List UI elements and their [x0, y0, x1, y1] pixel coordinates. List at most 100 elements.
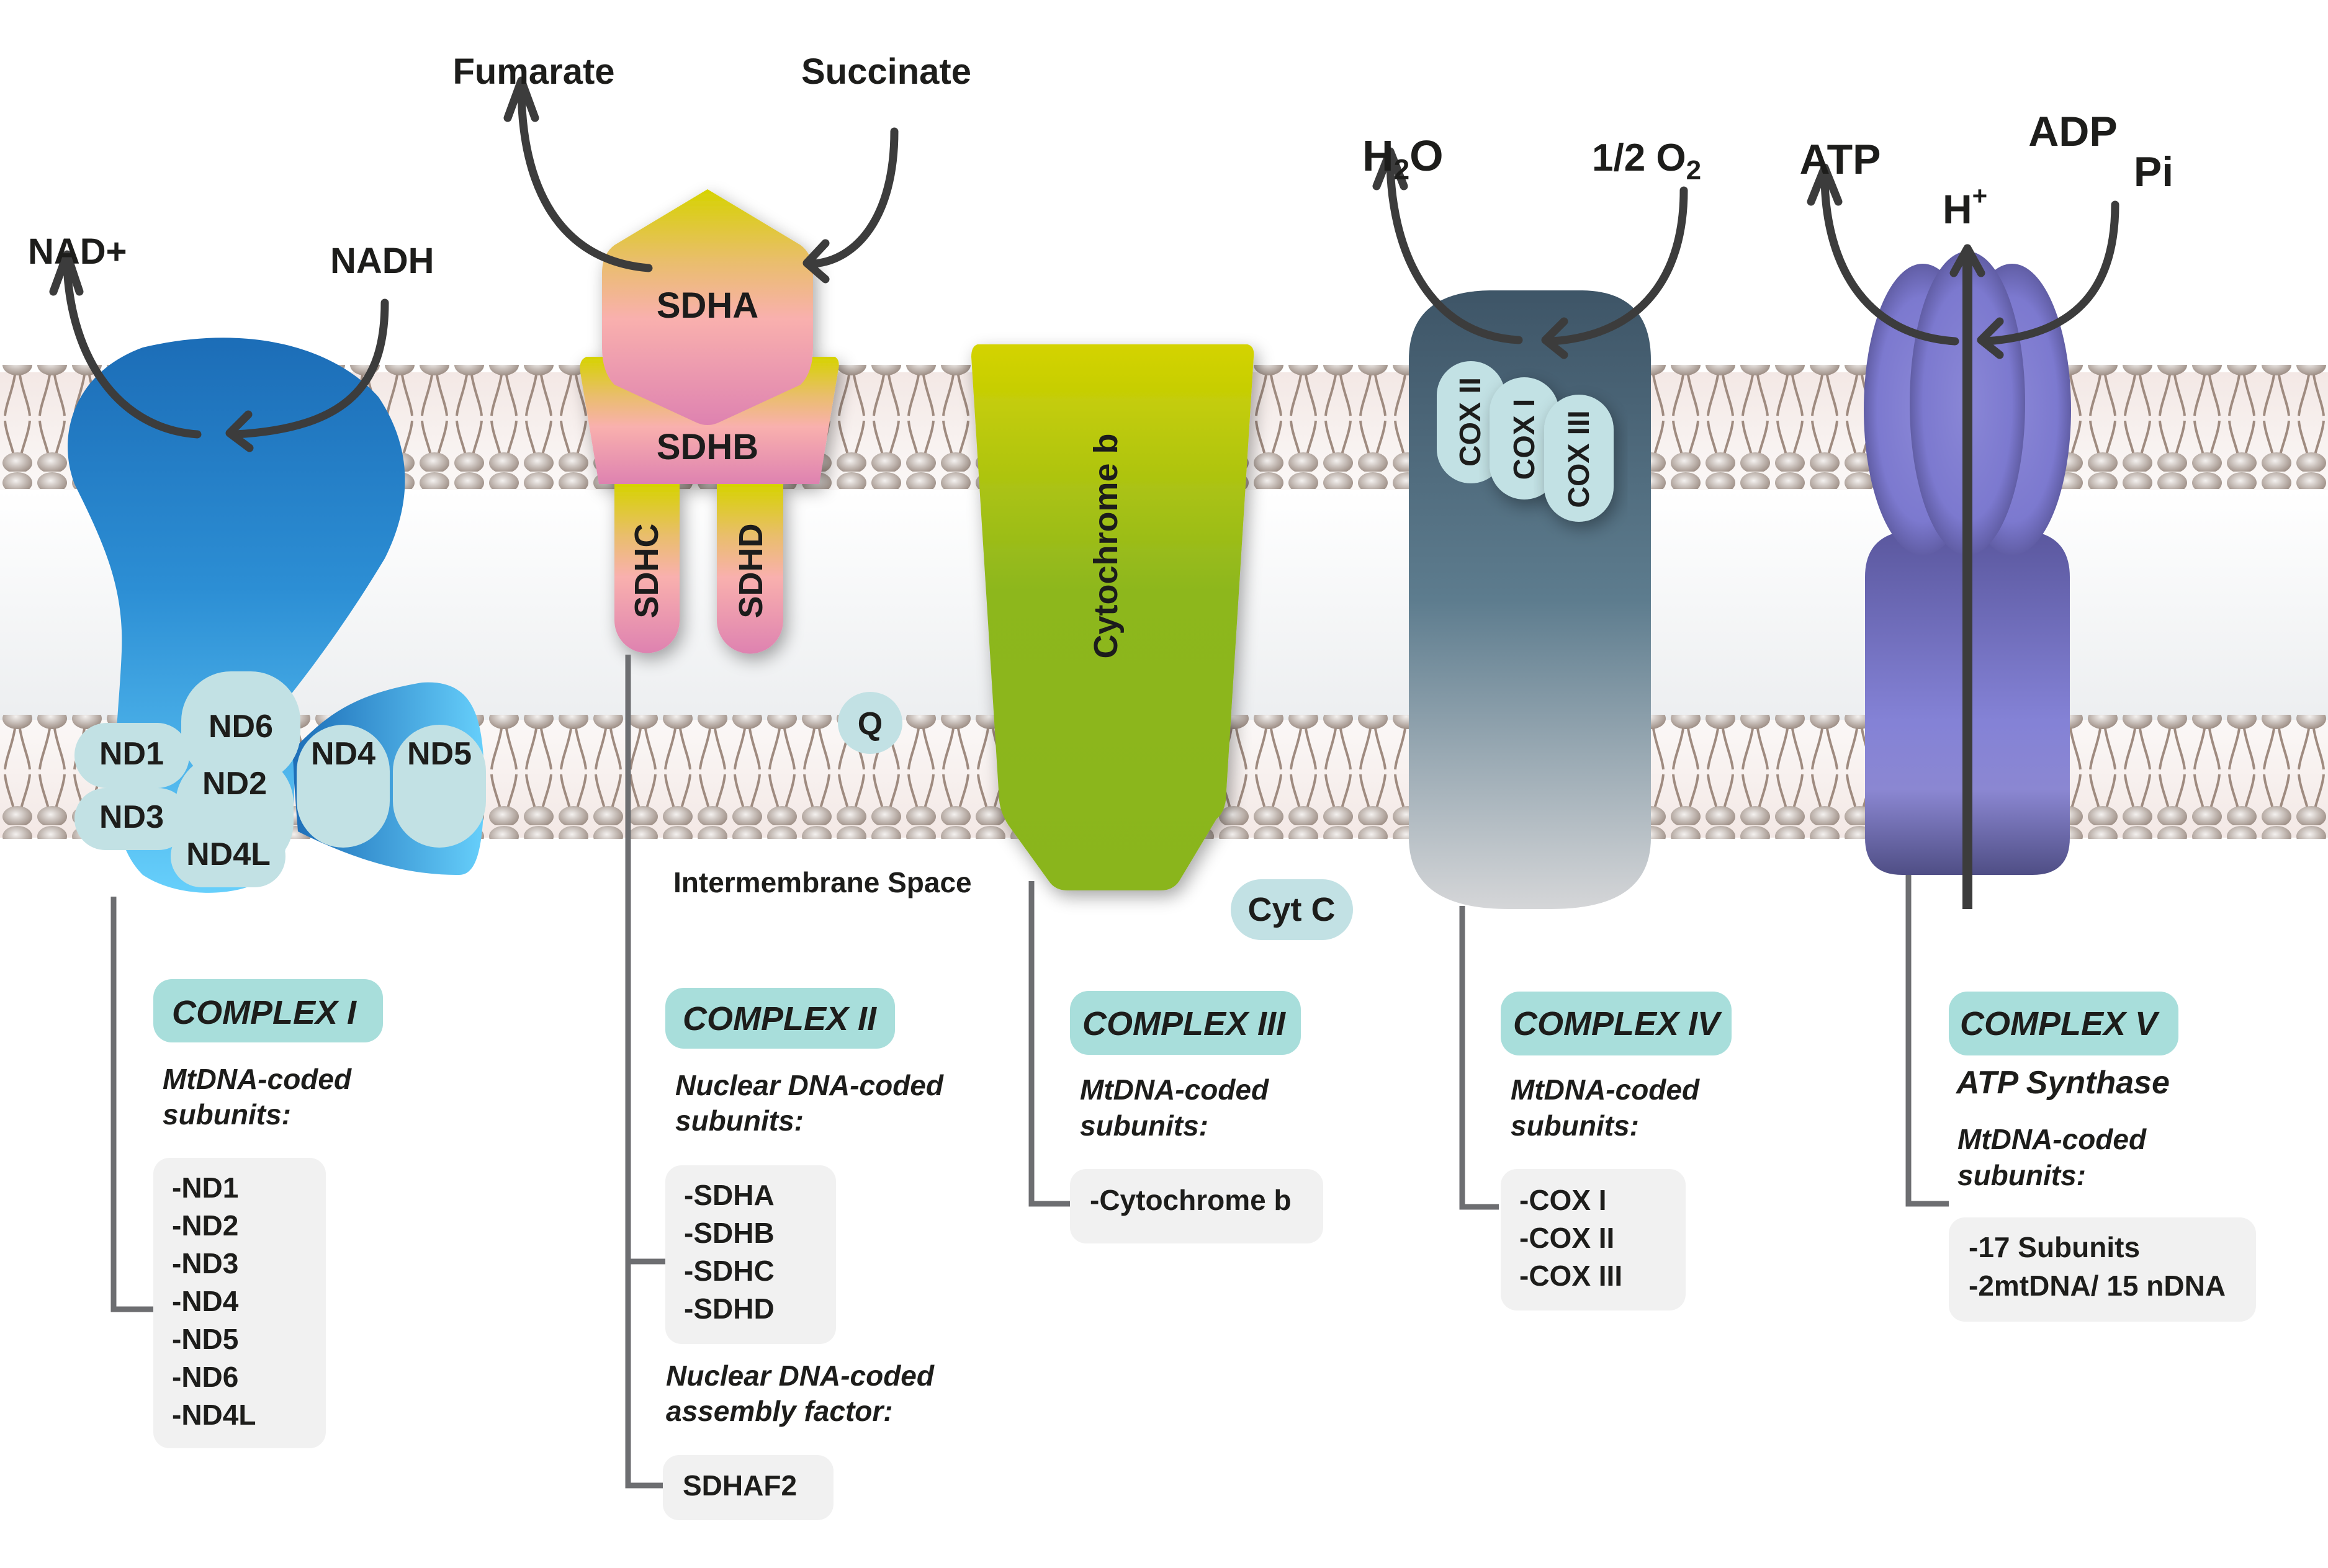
- pi-label: Pi: [2134, 148, 2173, 195]
- list-item: -ND4L: [172, 1399, 256, 1431]
- connector-complex-iii: [1028, 881, 1071, 1207]
- complex-iii[interactable]: Cytochrome b: [971, 344, 1254, 890]
- complex-ii-info: COMPLEX II Nuclear DNA-coded subunits: -…: [663, 988, 944, 1520]
- subunit-nd4l[interactable]: ND4L: [171, 825, 285, 887]
- complex-v-caption-2: subunits:: [1957, 1159, 2086, 1191]
- arrowhead-adp-in: [1977, 317, 2004, 359]
- complex-ii-list: -SDHA -SDHB -SDHC -SDHD: [684, 1179, 775, 1325]
- complex-i-reaction-arrow: [63, 256, 389, 439]
- subunit-sdha[interactable]: SDHA: [602, 189, 813, 425]
- atp-label: ATP: [1800, 136, 1881, 183]
- arrowhead-h2o: [1372, 147, 1408, 190]
- complex-iv-reaction: H2O 1/2 O2: [1362, 132, 1701, 359]
- subunit-cox-i[interactable]: COX I: [1490, 377, 1559, 500]
- list-item: -SDHA: [684, 1179, 775, 1211]
- complex-v-reaction-arrow: [1820, 171, 2119, 346]
- arrowhead-o2-in: [1541, 317, 1568, 359]
- svg-text:Q: Q: [858, 706, 883, 742]
- list-item: -ND2: [172, 1209, 238, 1242]
- adp-label: ADP: [2028, 108, 2118, 155]
- svg-text:ND5: ND5: [407, 736, 472, 772]
- complex-ii-title-box: [665, 988, 895, 1049]
- list-item: -ND3: [172, 1247, 238, 1279]
- cytochrome-c[interactable]: Cyt C: [1231, 879, 1353, 940]
- complex-v[interactable]: [1864, 244, 2071, 909]
- complex-v-title-box: [1949, 992, 2178, 1055]
- complex-iv[interactable]: COX II COX I COX III: [1409, 290, 1651, 909]
- list-item: -17 Subunits: [1969, 1231, 2140, 1263]
- complex-ii-caption-2: subunits:: [675, 1104, 804, 1137]
- assembly-factor: SDHAF2: [683, 1469, 797, 1502]
- complex-ii-assembly-box: [663, 1455, 834, 1520]
- fumarate-label: Fumarate: [452, 52, 614, 92]
- svg-text:ND4: ND4: [311, 736, 375, 772]
- complex-v-title: COMPLEX V: [1960, 1005, 2160, 1042]
- list-item: -2mtDNA/ 15 nDNA: [1969, 1270, 2226, 1302]
- arrowhead-atp: [1807, 163, 1843, 206]
- list-item: -ND4: [172, 1285, 239, 1317]
- complex-iii-info: COMPLEX III MtDNA-coded subunits: -Cytoc…: [1070, 991, 1323, 1243]
- svg-text:COX I: COX I: [1508, 399, 1541, 480]
- subunit-sdhd[interactable]: SDHD: [717, 484, 783, 654]
- nad-plus-label: NAD+: [28, 231, 127, 272]
- complex-i[interactable]: NAD+ NADH ND6 ND1 ND2 ND3 ND4L ND4: [28, 231, 486, 893]
- complex-ii[interactable]: SDHC SDHD SDHB SDHA: [580, 189, 839, 654]
- complex-i-list: -ND1 -ND2 -ND3 -ND4 -ND5 -ND6 -ND4L: [172, 1172, 256, 1431]
- complex-ii-assembly-caption-2: assembly factor:: [666, 1395, 893, 1427]
- complex-v-caption-1: MtDNA-coded: [1957, 1123, 2147, 1155]
- half-o2-label: 1/2 O2: [1592, 137, 1701, 186]
- subunit-nd6[interactable]: ND6: [181, 671, 300, 783]
- arrowhead-proton: [1949, 244, 1985, 277]
- list-item: -ND6: [172, 1361, 238, 1393]
- complex-iv-caption-1: MtDNA-coded: [1511, 1073, 1700, 1106]
- nadh-label: NADH: [330, 241, 434, 281]
- ubiquinone-q[interactable]: Q: [838, 692, 902, 754]
- complex-ii-list-box: [665, 1165, 836, 1344]
- complex-iv-list: -COX I -COX II -COX III: [1519, 1184, 1622, 1292]
- svg-text:ND2: ND2: [202, 766, 267, 802]
- complex-ii-reaction: Fumarate Succinate: [452, 52, 971, 284]
- svg-text:COX II: COX II: [1454, 377, 1487, 467]
- subunit-nd3[interactable]: ND3: [74, 788, 189, 850]
- complex-iii-caption-1: MtDNA-coded: [1080, 1073, 1269, 1106]
- cytochrome-b-label: Cytochrome b: [1087, 433, 1125, 658]
- complex-iii-caption-2: subunits:: [1080, 1109, 1208, 1142]
- complex-iv-title: COMPLEX IV: [1513, 1005, 1722, 1042]
- subunit-sdhc[interactable]: SDHC: [614, 484, 680, 653]
- svg-text:SDHC: SDHC: [628, 523, 665, 618]
- complex-ii-title: COMPLEX II: [683, 1000, 877, 1037]
- subunit-nd5[interactable]: ND5: [393, 725, 486, 848]
- list-item: -ND1: [172, 1172, 238, 1204]
- complex-iv-caption-2: subunits:: [1511, 1109, 1639, 1142]
- complex-v-reaction: ATP ADP Pi H+: [1800, 108, 2173, 359]
- complex-v-info: COMPLEX V ATP Synthase MtDNA-coded subun…: [1949, 992, 2256, 1322]
- connector-complex-iv: [1459, 906, 1499, 1210]
- subunit-nd4[interactable]: ND4: [297, 725, 390, 848]
- svg-text:COX III: COX III: [1563, 410, 1596, 508]
- complex-v-list-box: [1949, 1217, 2256, 1322]
- complex-iii-title: COMPLEX III: [1082, 1005, 1286, 1042]
- subunit-cox-ii[interactable]: COX II: [1437, 361, 1505, 483]
- svg-text:ND6: ND6: [209, 709, 273, 745]
- arrowhead-nadh-in: [225, 410, 254, 452]
- list-item: -COX II: [1519, 1222, 1614, 1254]
- complex-i-info: COMPLEX I MtDNA-coded subunits: -ND1 -ND…: [153, 979, 383, 1448]
- list-item: -COX I: [1519, 1184, 1607, 1216]
- h2o-label: H2O: [1362, 132, 1444, 186]
- svg-text:ND3: ND3: [99, 799, 164, 835]
- complex-i-title: COMPLEX I: [172, 994, 357, 1031]
- complex-iii-list-box: [1070, 1169, 1323, 1243]
- arrowhead-succinate-in: [802, 239, 830, 284]
- list-item: -Cytochrome b: [1090, 1184, 1292, 1216]
- subunit-nd1[interactable]: ND1: [74, 723, 189, 788]
- cytochrome-b: [971, 344, 1254, 890]
- arrowhead-nad: [49, 250, 84, 296]
- complex-iv-info: COMPLEX IV MtDNA-coded subunits: -COX I …: [1501, 992, 1732, 1310]
- subunit-cox-iii[interactable]: COX III: [1544, 395, 1614, 522]
- list-item: -ND5: [172, 1323, 238, 1355]
- complex-ii-assembly-caption-1: Nuclear DNA-coded: [666, 1360, 935, 1392]
- complex-ii-caption-1: Nuclear DNA-coded: [675, 1069, 944, 1101]
- complex-v-list: -17 Subunits -2mtDNA/ 15 nDNA: [1969, 1231, 2226, 1302]
- list-item: -COX III: [1519, 1260, 1622, 1292]
- svg-text:ND4L: ND4L: [186, 836, 271, 872]
